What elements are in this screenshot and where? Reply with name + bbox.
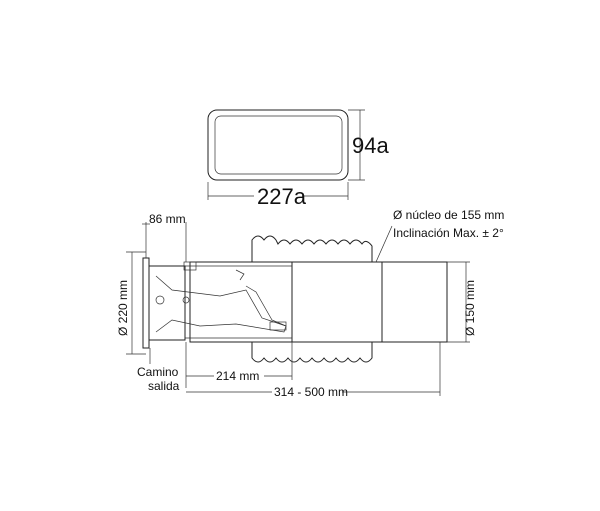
height-label: 94a [352, 133, 389, 158]
pivot-right [182, 296, 190, 304]
flex-duct-bottom [251, 341, 373, 363]
pipe-section [381, 261, 448, 343]
side-view: 86 mm Ø 220 mm Ø 150 mm Ø núcleo de 155 … [116, 208, 504, 399]
exit-label-line1: Camino [137, 365, 179, 379]
hinge-top [183, 261, 197, 271]
core-diameter-label: Ø núcleo de 155 mm [393, 208, 504, 222]
flange-depth-label: 86 mm [149, 212, 186, 226]
core-leader [375, 225, 393, 263]
diffuser-blade [235, 269, 287, 327]
inner-length-label: 214 mm [216, 369, 259, 383]
top-view-inner-rect [214, 115, 343, 175]
flange-collar [148, 265, 186, 341]
exit-label-line2: salida [148, 379, 180, 393]
top-view: 94a 227a [207, 109, 389, 209]
top-view-outer-rect [207, 109, 349, 181]
hinge-bottom [269, 321, 287, 331]
pivot-left [155, 295, 165, 305]
diffuser-linkage [155, 275, 287, 333]
flex-duct-top [251, 235, 373, 263]
pipe-diameter-label: Ø 150 mm [463, 280, 477, 336]
sleeve-section [291, 261, 383, 343]
flange-plate [142, 257, 150, 349]
inclination-label: Inclinación Max. ± 2° [393, 226, 504, 240]
width-label: 227a [257, 184, 307, 209]
total-length-label: 314 - 500 mm [274, 385, 348, 399]
outer-diameter-label: Ø 220 mm [116, 280, 130, 336]
